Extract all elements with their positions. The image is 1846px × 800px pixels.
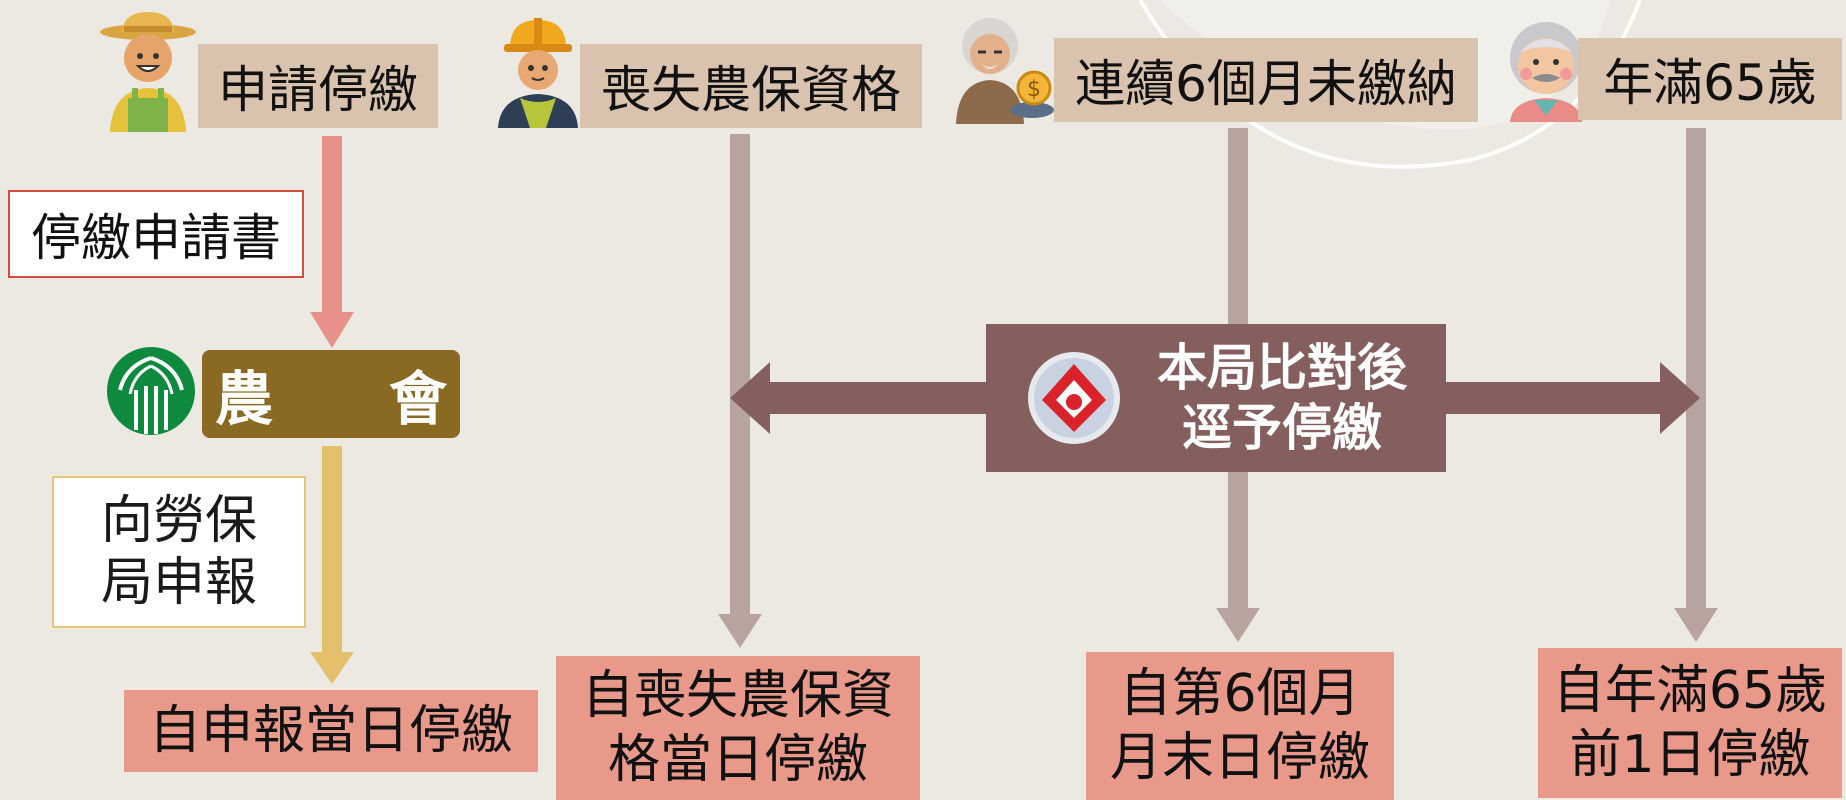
bureau-compare-line2: 逕予停繳 xyxy=(1182,399,1382,457)
result-unpaid-line2: 月末日停繳 xyxy=(1109,728,1370,788)
trigger-label-lose-eligibility: 喪失農保資格 xyxy=(580,44,922,128)
result-report-day-stop-text: 自申報當日停繳 xyxy=(148,701,513,761)
elderly-money-icon: $ xyxy=(948,12,1058,124)
result-age-65-line2: 前1日停繳 xyxy=(1569,725,1811,785)
result-lose-eligibility-line1: 自喪失農保資 xyxy=(581,666,894,726)
trigger-label-age-65: 年滿65歲 xyxy=(1578,38,1842,120)
gold-down-arrow xyxy=(310,446,354,684)
result-unpaid-line1: 自第6個月 xyxy=(1119,664,1361,724)
report-to-bureau-box: 向勞保 局申報 xyxy=(52,476,306,628)
trigger-label-unpaid-six-months: 連續6個月未繳納 xyxy=(1054,38,1478,122)
farm-association-box: 農 會 xyxy=(202,350,460,438)
result-report-day-stop: 自申報當日停繳 xyxy=(124,690,538,772)
grandpa-icon xyxy=(1500,16,1592,122)
report-to-bureau-line2: 局申報 xyxy=(100,553,257,613)
result-age-65-stop: 自年滿65歲 前1日停繳 xyxy=(1538,648,1842,798)
worker-icon xyxy=(492,14,584,128)
bureau-logo-icon xyxy=(1026,350,1122,446)
stop-application-form-label: 停繳申請書 xyxy=(8,190,304,278)
result-lose-eligibility-line2: 格當日停繳 xyxy=(607,730,868,790)
bureau-compare-text: 本局比對後 逕予停繳 xyxy=(1132,338,1432,458)
svg-text:$: $ xyxy=(1027,77,1041,102)
gray-down-arrow-lose-eligibility xyxy=(718,134,762,648)
bureau-compare-line1: 本局比對後 xyxy=(1157,339,1407,397)
bureau-compare-box: 本局比對後 逕予停繳 xyxy=(986,324,1446,472)
gray-down-arrow-age-65 xyxy=(1674,128,1718,642)
farm-association-logo-icon xyxy=(106,346,196,436)
result-lose-eligibility-stop: 自喪失農保資 格當日停繳 xyxy=(556,656,920,800)
result-unpaid-stop: 自第6個月 月末日停繳 xyxy=(1086,652,1394,800)
result-age-65-line1: 自年滿65歲 xyxy=(1552,661,1828,721)
report-to-bureau-line1: 向勞保 xyxy=(100,491,257,551)
farmer-icon xyxy=(98,10,198,132)
red-down-arrow xyxy=(310,136,354,348)
trigger-label-apply-stop: 申請停繳 xyxy=(198,44,438,128)
